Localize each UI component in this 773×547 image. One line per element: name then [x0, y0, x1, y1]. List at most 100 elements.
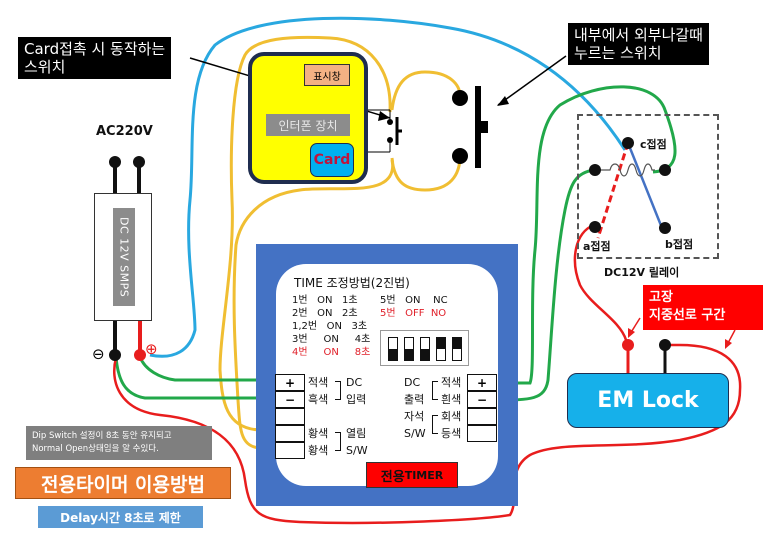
terminal-open-sw-2: [275, 442, 305, 459]
terminal-dc-plus: +: [275, 374, 305, 391]
terminal-out-plus: +: [467, 374, 497, 391]
dip-switch-knob: [421, 349, 429, 360]
timer-settings-left: 1번 ON 1초 2번 ON 2초 1,2번 ON 3초 3번 ON 4초 4번…: [292, 294, 370, 359]
label-black: 흑색: [308, 393, 329, 406]
ac-input-label: AC220V: [96, 124, 153, 139]
card-switch-callout: Card접촉 시 동작하는 스위치: [18, 37, 172, 79]
exit-switch-contact-bottom: [452, 148, 468, 164]
relay-c-contact: [622, 137, 634, 149]
timer-setting-row-highlight: 4번 ON 8초: [292, 347, 371, 358]
terminal-open-sw-1: [275, 425, 305, 442]
relay-label: DC12V 릴레이: [604, 266, 680, 279]
ac-terminal-left: [109, 156, 121, 168]
intercom-label: 인터폰 장치: [266, 114, 350, 136]
label-out-red: 적색: [441, 376, 462, 389]
timer-setting-row: 5번 ON NC: [380, 295, 448, 306]
dip-note: Dip Switch 설정이 8초 동안 유지되고 Normal Open상태임…: [26, 426, 212, 460]
timer-left-terminal-block: + −: [275, 374, 305, 459]
label-magnet-sw: 자석 S/W: [404, 410, 426, 440]
label-open-sw: 열림 S/W: [346, 427, 368, 457]
dip-switch-4[interactable]: [436, 337, 446, 361]
usage-title: 전용타이머 이용방법: [15, 467, 231, 499]
dc-plus-terminal: [134, 349, 146, 361]
terminal-empty: [275, 408, 305, 425]
timer-setting-row: 2번 ON 2초: [292, 308, 358, 319]
relay-armature: [626, 142, 664, 229]
blue-wire: [149, 16, 627, 358]
label-dc-input: DC 입력: [346, 376, 367, 406]
timer-setting-row-highlight: 5번 OFF NO: [380, 308, 447, 319]
dip-switch-2[interactable]: [404, 337, 414, 361]
emlock-terminal-black: [659, 339, 671, 351]
terminal-out-minus: −: [467, 391, 497, 408]
fault-arrowhead-right: [725, 339, 732, 349]
dc-minus-terminal: [109, 349, 121, 361]
yellow-wire-switch-bottom: [390, 155, 462, 192]
dip-switch-knob: [389, 349, 397, 360]
green-wire-minus: [114, 356, 275, 400]
timer-setting-row: 1번 ON 1초: [292, 295, 358, 306]
red-dashed-nc: [596, 142, 630, 239]
timer-settings-right: 5번 ON NC 5번 OFF NO: [380, 294, 448, 320]
minus-symbol: ⊖: [92, 345, 105, 363]
exit-switch-leader: [497, 55, 567, 106]
relay-b-label: b접점: [665, 238, 694, 251]
relay-box: [577, 114, 719, 259]
bracket-dc-output: [432, 381, 438, 400]
label-red: 적색: [308, 376, 329, 389]
label-gray: 회색: [441, 410, 462, 423]
exit-switch-contact-top: [452, 90, 468, 106]
timer-setting-row: 3번 ON 4초: [292, 334, 371, 345]
bracket-dc-input: [335, 381, 341, 400]
bracket-open-sw: [335, 432, 341, 451]
smps-label: DC 12V SMPS: [113, 208, 135, 306]
delay-limit: Delay시간 8초로 제한: [38, 506, 203, 528]
relay-a-label: a접점: [583, 240, 611, 253]
exit-switch-callout: 내부에서 외부나갈때 누르는 스위치: [568, 23, 709, 65]
timer-badge-suffix: TIMER: [404, 468, 444, 482]
timer-right-terminal-block: + −: [467, 374, 497, 442]
label-dc-output: DC 출력: [404, 376, 425, 406]
dip-switch[interactable]: [380, 330, 469, 366]
dip-switch-knob: [437, 338, 445, 349]
relay-c-label: c접점: [640, 138, 667, 151]
terminal-dc-minus: −: [275, 391, 305, 408]
em-lock: EM Lock: [567, 373, 729, 428]
relay-coil: [595, 163, 655, 177]
yellow-wire-inner: [232, 157, 395, 450]
terminal-magnet-2: [467, 425, 497, 442]
timer-panel: [276, 264, 498, 486]
dip-switch-knob: [405, 349, 413, 360]
emlock-terminal-red: [622, 339, 634, 351]
timer-title: TIME 조정방법(2진법): [294, 276, 410, 290]
green-wire-plus: [138, 356, 275, 382]
green-wire-out-plus: [497, 85, 677, 385]
relay-b-contact: [659, 222, 671, 234]
label-yellow-2: 황색: [308, 444, 329, 457]
card-switch-contact: [387, 137, 393, 143]
fault-section-label: 고장 지중선로 구간: [643, 285, 763, 330]
yellow-wire-switch-top: [390, 70, 462, 111]
dip-switch-1[interactable]: [388, 337, 398, 361]
yellow-wire-outer: [218, 35, 392, 432]
card-switch-arrowhead: [378, 111, 390, 121]
plus-symbol: ⊕: [145, 340, 158, 358]
red-wire-relay-a: [573, 223, 628, 341]
timer-badge-prefix: 전용: [380, 469, 405, 485]
relay-coil-left: [589, 164, 601, 176]
green-wire-out-minus: [496, 168, 596, 402]
timer-setting-row: 1,2번 ON 3초: [292, 321, 368, 332]
relay-a-contact: [589, 221, 601, 233]
ac-terminal-right: [133, 156, 145, 168]
exit-switch-arrowhead: [497, 96, 509, 106]
exit-switch-button: [480, 121, 488, 133]
dip-switch-5[interactable]: [452, 337, 462, 361]
relay-coil-right: [659, 164, 671, 176]
card-switch-contact: [387, 119, 393, 125]
label-orange: 등색: [441, 427, 462, 440]
dip-switch-3[interactable]: [420, 337, 430, 361]
intercom-display: 표시창: [304, 64, 350, 86]
label-yellow-1: 황색: [308, 427, 329, 440]
